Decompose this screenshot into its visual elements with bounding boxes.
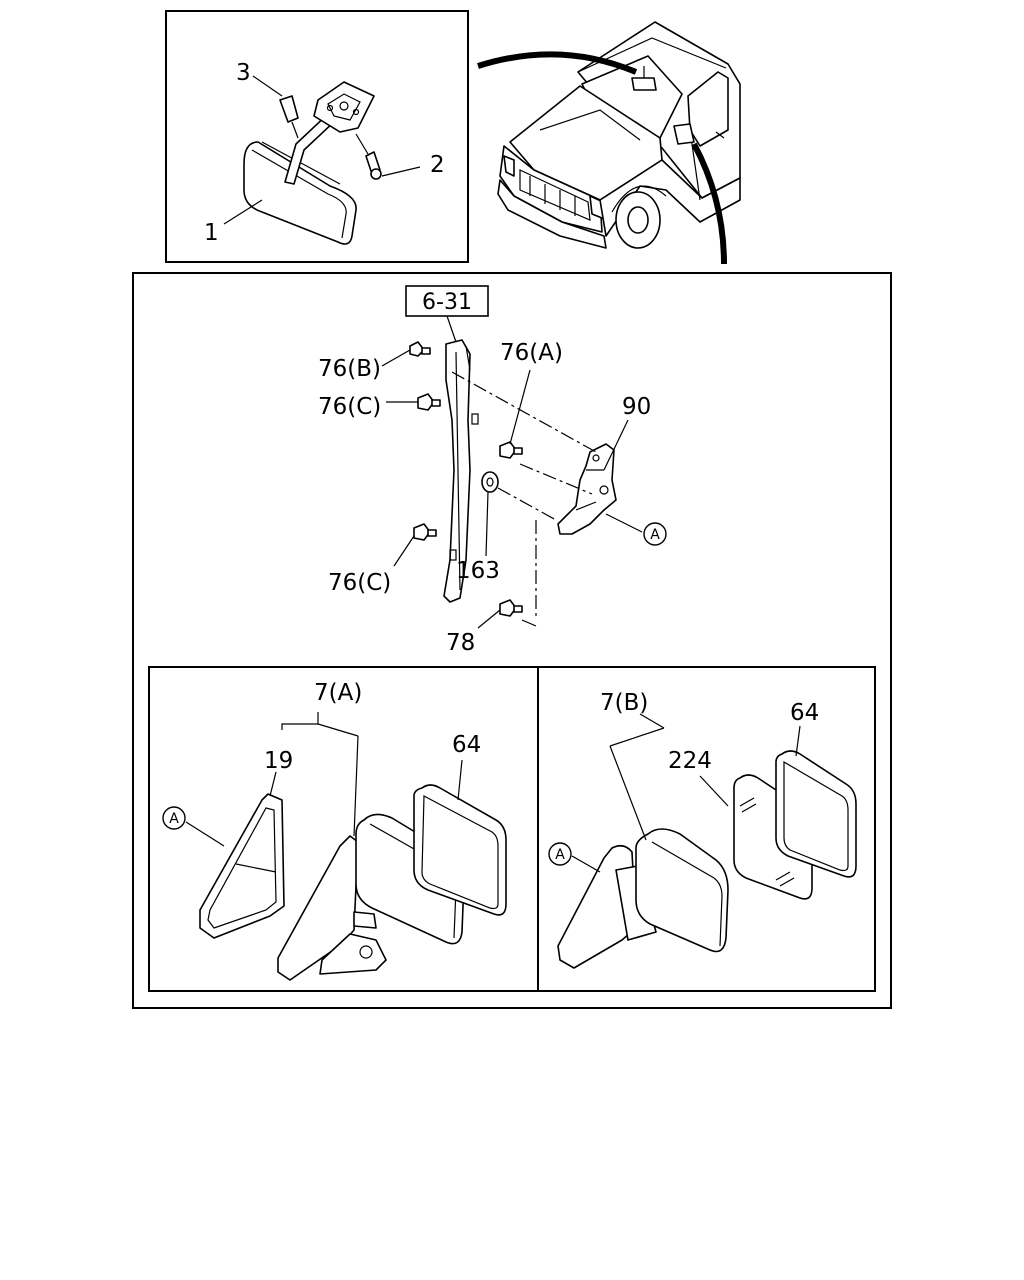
panel-a-leaders (185, 712, 463, 847)
label-part-3: 3 (236, 60, 251, 86)
main-leader-lines (381, 349, 643, 629)
ref-a-right-circle (548, 842, 572, 866)
label-washer-163: 163 (456, 558, 500, 584)
ref-a-bracket-letter: A (650, 527, 660, 543)
ref-a-left-letter: A (169, 811, 179, 827)
label-glass-64-b: 64 (790, 700, 819, 726)
label-mirror-assy-7a: 7(A) (314, 680, 362, 706)
ref-a-left-circle (162, 806, 186, 830)
screw-78 (499, 599, 523, 617)
inset-leader-lines (223, 75, 421, 225)
page-ref-label: 6-31 (422, 290, 472, 315)
label-screw-76c-lower: 76(C) (328, 570, 391, 596)
screw-76a (499, 441, 523, 459)
door-pillar-trim (443, 339, 479, 603)
label-glass-224: 224 (668, 748, 712, 774)
label-part-2: 2 (430, 152, 445, 178)
label-screw-78: 78 (446, 630, 475, 656)
label-glass-64-a: 64 (452, 732, 481, 758)
inner-rearview-mirror (243, 81, 382, 245)
label-gasket-19: 19 (264, 748, 293, 774)
truck-callout-arc-inner-mirror (477, 51, 638, 75)
main-assembly-frame (132, 272, 892, 1009)
washer-163 (481, 471, 499, 493)
screw-76c-upper (417, 393, 441, 411)
truck-callout-arc-outer-mirror (691, 142, 727, 265)
label-screw-76b: 76(B) (318, 356, 381, 382)
panel-b-leaders (571, 713, 801, 873)
screw-76c-lower (413, 523, 437, 541)
glass-64-b (775, 750, 857, 878)
label-bracket-90: 90 (622, 394, 651, 420)
ref-a-bracket-circle (643, 522, 667, 546)
label-screw-76a: 76(A) (500, 340, 563, 366)
label-screw-76c-upper: 76(C) (318, 394, 381, 420)
ref-a-right-letter: A (555, 847, 565, 863)
label-part-1: 1 (204, 220, 219, 246)
gasket-19 (199, 793, 285, 939)
mirror-bracket-90 (557, 443, 617, 535)
mirror-b-panel-frame (537, 666, 876, 992)
mirror-head-7b (635, 828, 729, 953)
mirror-housing-7a (277, 835, 387, 981)
inner-mirror-inset-frame (165, 10, 469, 263)
glass-64-a (413, 784, 507, 916)
label-mirror-assy-7b: 7(B) (600, 690, 648, 716)
screw-76b (409, 341, 431, 357)
alignment-lines (451, 371, 597, 627)
